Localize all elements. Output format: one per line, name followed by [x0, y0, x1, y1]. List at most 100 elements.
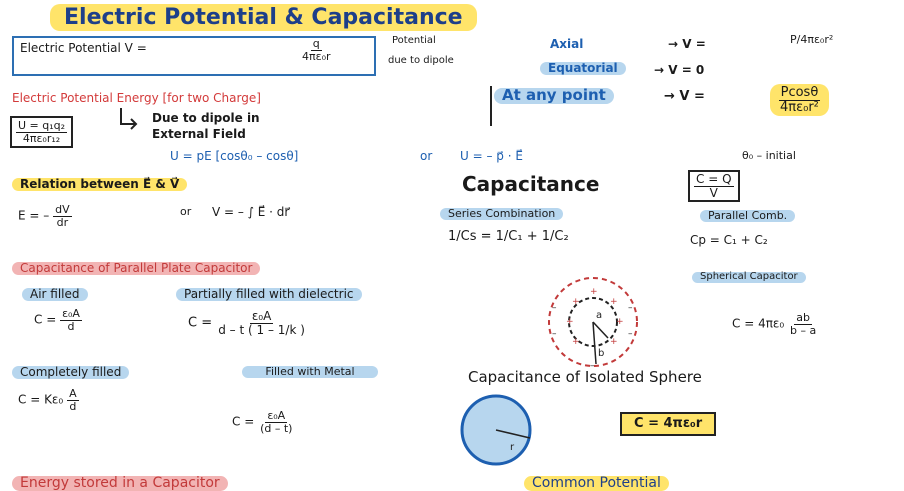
- parallel-plate-title: Capacitance of Parallel Plate Capacitor: [12, 262, 261, 275]
- partially-filled-den: d – t ( 1 – 1/k ): [218, 322, 305, 337]
- minus-charge: –: [552, 329, 557, 339]
- minus-charge: –: [552, 303, 557, 313]
- spherical-label-a: a: [596, 310, 602, 321]
- equatorial-equation: → V = 0: [654, 63, 705, 77]
- axial-equation: → V =: [668, 37, 706, 51]
- dipole-external-line2: External Field: [152, 127, 246, 141]
- dipole-external-arrow-icon: [120, 108, 138, 130]
- plus-charge: +: [590, 287, 598, 297]
- completely-filled-title: Completely filled: [12, 366, 130, 379]
- air-filled-den: d: [67, 319, 75, 333]
- spherical-den: b – a: [790, 323, 817, 337]
- isolated-sphere-label-r: r: [510, 442, 515, 453]
- isolated-sphere-radius: [495, 429, 531, 439]
- potential-energy-bracket: [490, 86, 492, 126]
- dipole-energy-eq1: U = pE [cosθ₀ – cosθ]: [170, 149, 299, 163]
- axial-value: P/4πε₀r²: [790, 33, 834, 46]
- plus-charge: +: [572, 297, 580, 307]
- filled-with-metal-lhs: C =: [232, 414, 255, 429]
- dipole-external-line1: Due to dipole in: [152, 111, 260, 125]
- minus-charge: –: [590, 361, 595, 371]
- plus-charge: +: [610, 297, 618, 307]
- capacitance-title: Capacitance: [462, 172, 600, 196]
- dipole-external-arrow-head: [130, 118, 138, 130]
- any-point-equation: → V =: [664, 89, 705, 104]
- series-title: Series Combination: [440, 208, 564, 220]
- relation-title: Relation between E⃗ & V⃗: [12, 178, 188, 191]
- radius-a-line: [592, 321, 609, 339]
- any-point-num: Pcosθ: [778, 85, 821, 101]
- filled-with-metal-title: Filled with Metal: [242, 366, 378, 378]
- air-filled-lhs: C =: [34, 312, 57, 327]
- parallel-comb-title: Parallel Comb.: [700, 210, 796, 222]
- dipole-energy-eq2: U = – p⃗ · E⃗: [460, 149, 523, 163]
- isolated-sphere-formula: C = 4πε₀r: [620, 412, 717, 436]
- electric-potential-den: 4πε₀r: [302, 49, 331, 63]
- axial-label: Axial: [550, 37, 584, 51]
- relation-eq1-num: dV: [53, 203, 72, 217]
- any-point-label: At any point: [494, 87, 614, 104]
- dipole-energy-or: or: [420, 149, 433, 163]
- isolated-sphere-title: Capacitance of Isolated Sphere: [468, 368, 702, 386]
- two-charge-energy-num: U = q₁q₂: [16, 119, 68, 133]
- relation-eq1-lhs: E = –: [18, 208, 50, 223]
- completely-filled-den: d: [69, 399, 77, 413]
- spherical-capacitor-title: Spherical Capacitor: [692, 271, 806, 283]
- partially-filled-lhs: C =: [188, 315, 213, 331]
- filled-with-metal-equation: C = ε₀A(d – t): [232, 410, 294, 434]
- relation-or: or: [180, 205, 192, 218]
- potential-due-to-dipole-line2: due to dipole: [388, 55, 454, 66]
- filled-with-metal-num: ε₀A: [265, 409, 288, 423]
- spherical-inner-shell: [568, 297, 618, 347]
- spherical-outer-shell: [548, 277, 638, 367]
- filled-with-metal-den: (d – t): [260, 421, 293, 435]
- spherical-label-b: b: [598, 348, 604, 359]
- dipole-external-arrow-shape: [120, 108, 136, 125]
- isolated-sphere-diagram: r: [460, 394, 532, 466]
- spherical-minus-charges: – – – – –: [552, 303, 633, 371]
- electric-potential-num: q: [310, 37, 322, 51]
- potential-energy-title: Electric Potential Energy [for two Charg…: [12, 91, 261, 105]
- relation-eq1-den: dr: [56, 215, 69, 229]
- potential-due-to-dipole-line1: Potential: [392, 35, 436, 46]
- plus-charge: +: [616, 317, 624, 327]
- theta-initial-note: θ₀ – initial: [742, 149, 796, 162]
- completely-filled-num: A: [67, 387, 79, 401]
- plus-charge: +: [610, 337, 618, 347]
- spherical-plus-charges: + + + + + + +: [566, 287, 624, 347]
- capacitance-formula-den: V: [709, 185, 718, 200]
- electric-potential-box: [12, 36, 376, 76]
- electric-potential-label: Electric Potential V =: [20, 41, 147, 55]
- equatorial-label: Equatorial: [540, 62, 626, 75]
- dipole-external-arrow: [118, 108, 138, 135]
- any-point-den: 4πε₀r²: [780, 99, 819, 115]
- minus-charge: –: [628, 329, 633, 339]
- plus-charge: +: [566, 317, 574, 327]
- relation-eq2: V = – ∫ E⃗ · dr⃗: [212, 205, 290, 219]
- plus-charge: +: [572, 337, 580, 347]
- minus-charge: –: [628, 303, 633, 313]
- air-filled-num: ε₀A: [60, 307, 82, 321]
- parallel-comb-equation: Cp = C₁ + C₂: [690, 233, 768, 247]
- air-filled-title: Air filled: [22, 288, 88, 301]
- partially-filled-num: ε₀A: [249, 309, 274, 324]
- capacitance-formula-num: C = Q: [694, 172, 734, 187]
- page-title: Electric Potential & Capacitance: [50, 4, 477, 32]
- energy-stored-title: Energy stored in a Capacitor: [12, 476, 228, 491]
- spherical-lhs: C = 4πε₀: [732, 316, 785, 331]
- spherical-capacitor-diagram: + + + + + + + – – – – – a b: [548, 277, 638, 371]
- series-equation: 1/Cs = 1/C₁ + 1/C₂: [448, 229, 569, 244]
- completely-filled-lhs: C = Kε₀: [18, 392, 64, 407]
- radius-b-line: [592, 321, 597, 365]
- spherical-num: ab: [794, 311, 813, 325]
- common-potential-title: Common Potential: [524, 476, 669, 491]
